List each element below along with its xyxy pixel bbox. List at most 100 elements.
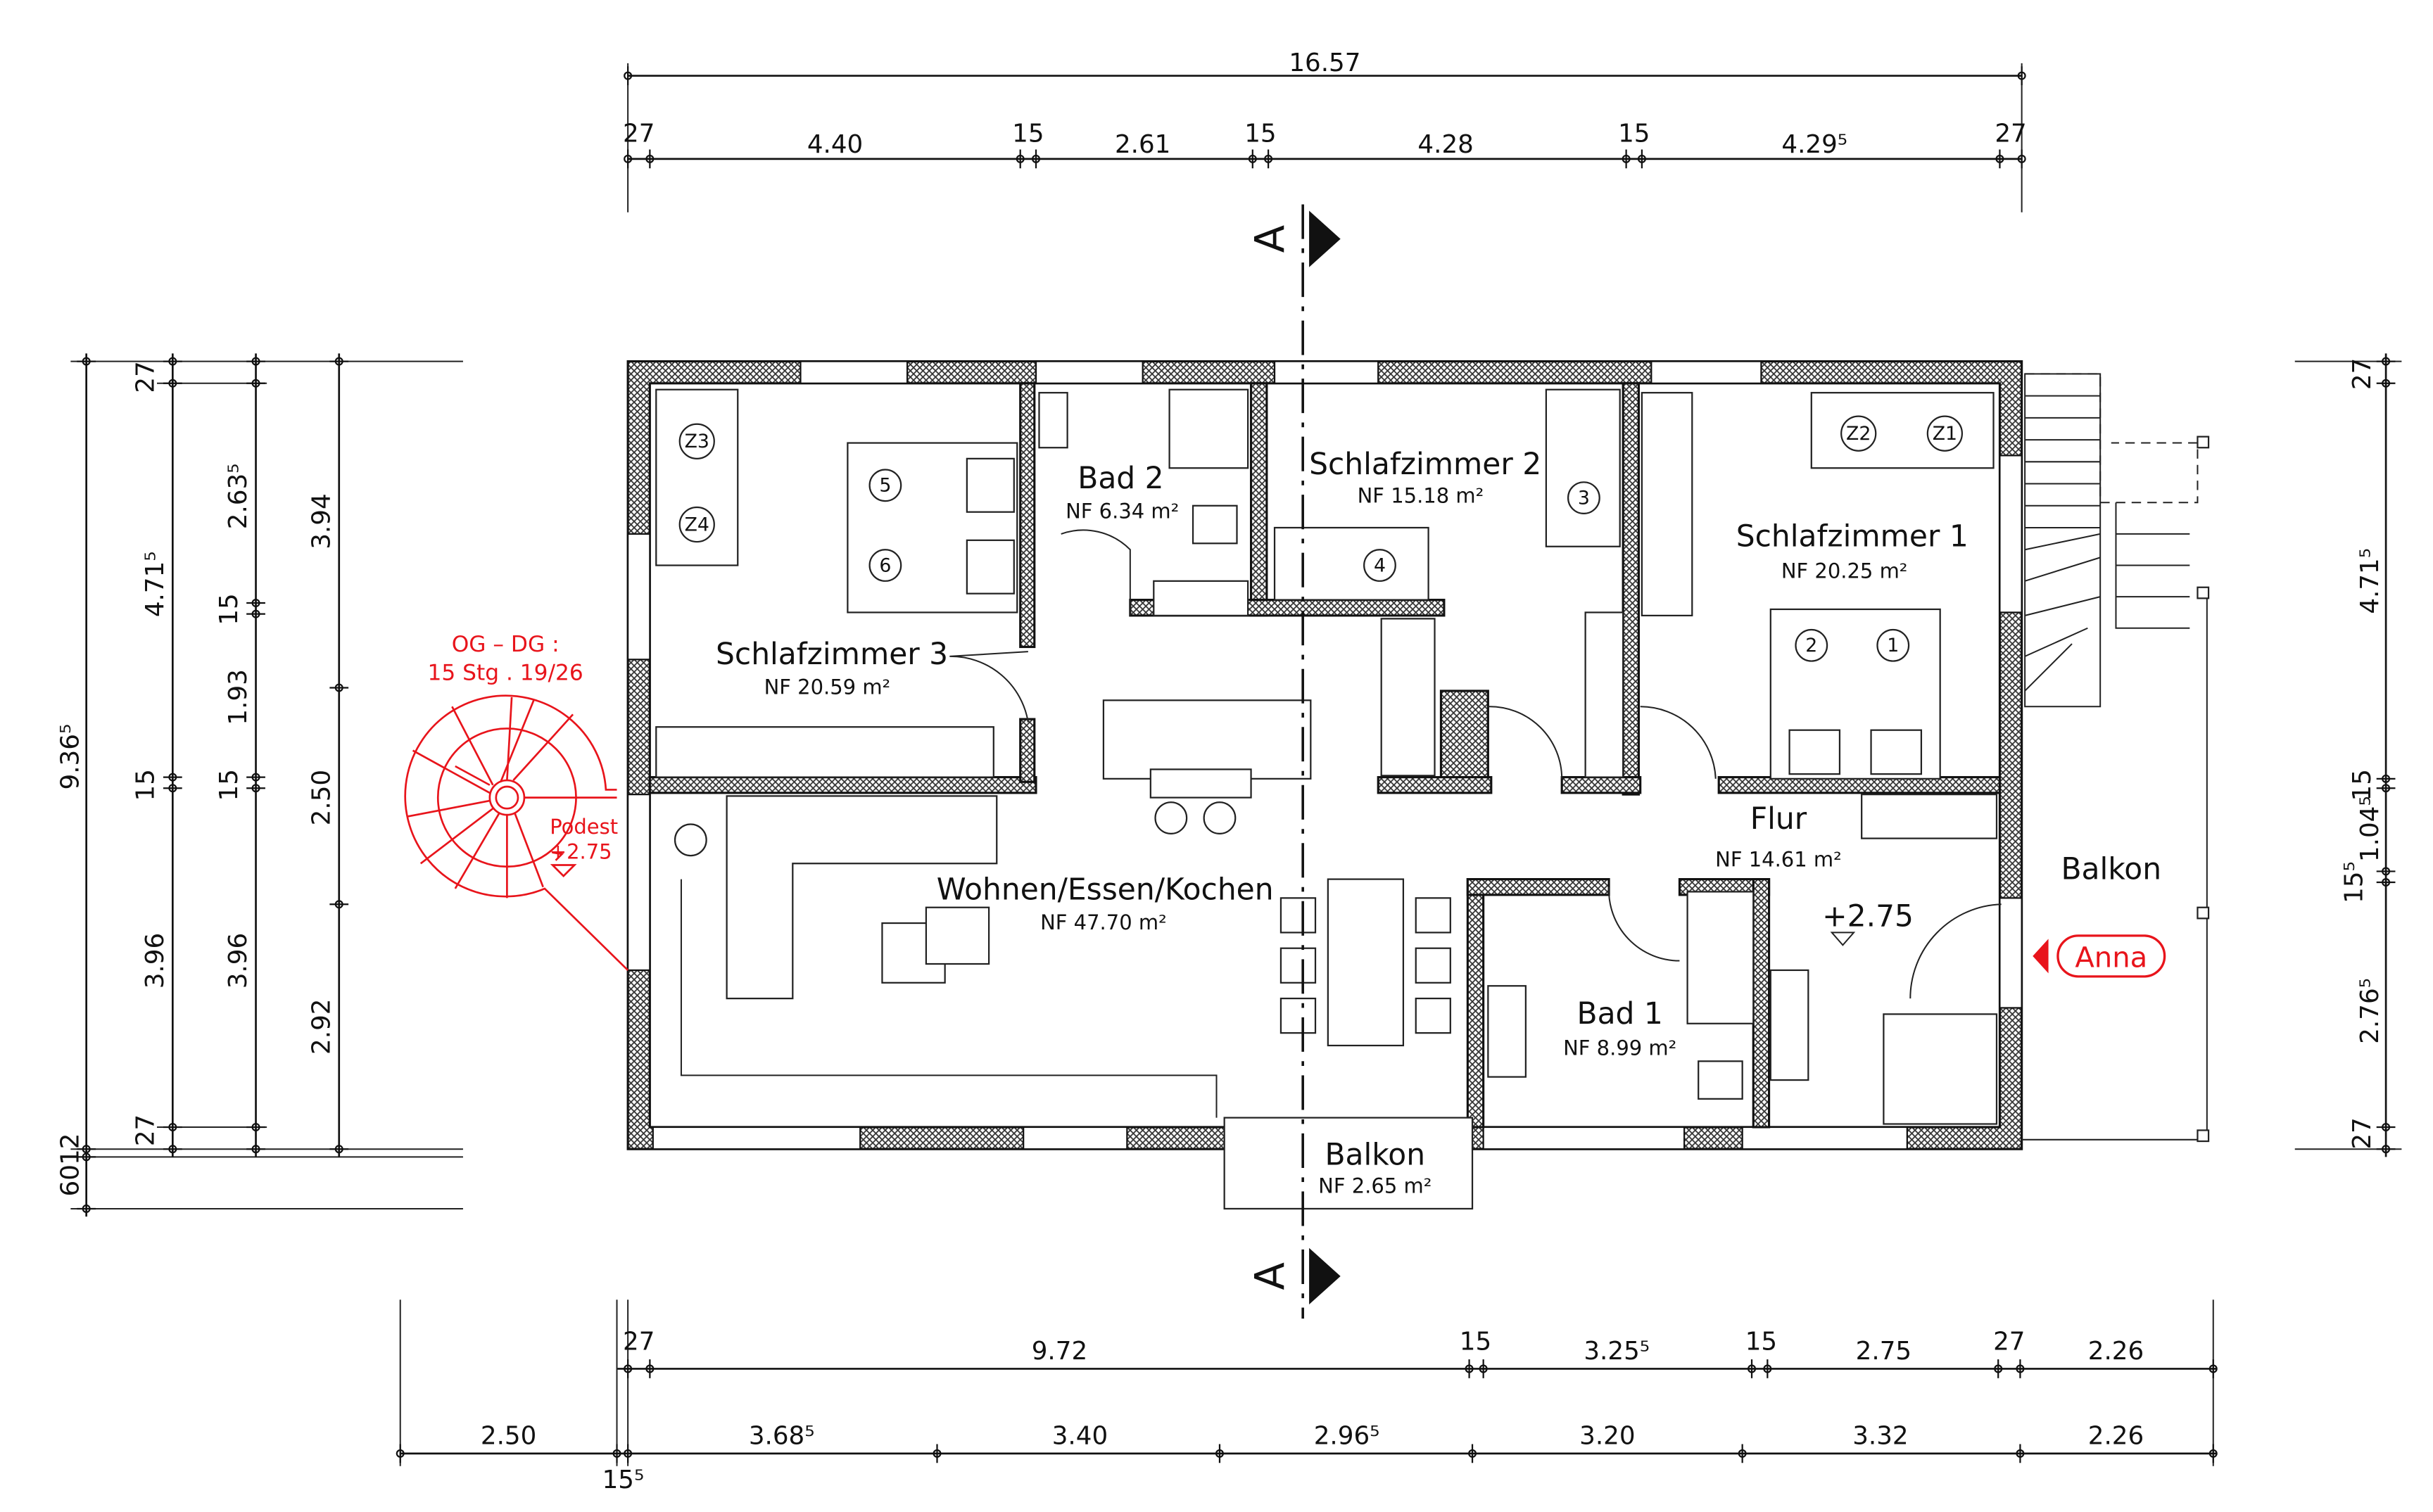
dim-label: 15	[1012, 119, 1044, 148]
furniture-tags: Z3 Z4 5 6 3 4 Z2 Z1 2 1	[678, 415, 1964, 662]
dim-label: 2.50	[307, 770, 336, 825]
dim-label: 15	[2348, 769, 2377, 801]
dim-label: 9.36⁵	[56, 724, 85, 790]
dim-label: 3.25⁵	[1584, 1337, 1650, 1366]
spiral-stair-spec: 15 Stg . 19/26	[428, 660, 583, 685]
dim-label: 27	[2348, 1117, 2377, 1149]
left-dimension-chain: 9.36⁵ 60 12 27 4.71⁵ 15 3.96 27 2.63⁵ 15…	[56, 353, 463, 1217]
room-area: NF 6.34 m²	[1066, 500, 1179, 523]
dim-label: 15⁵	[2340, 861, 2369, 903]
dim-label: 2.50	[481, 1421, 536, 1450]
dim-label: 27	[132, 361, 160, 393]
entrance-tag: Anna	[2033, 934, 2166, 978]
spiral-stair: OG – DG : 15 Stg . 19/26 Podest +2.75	[404, 632, 629, 971]
room-name: Schlafzimmer 2	[1309, 447, 1541, 481]
dim-label: 4.29⁵	[1781, 130, 1847, 159]
tag-label: Z3	[685, 431, 709, 452]
dim-label: 4.71⁵	[2356, 548, 2384, 614]
dim-label: 3.68⁵	[749, 1421, 815, 1450]
dim-label: 27	[1995, 119, 2026, 148]
east-balcony	[2021, 373, 2210, 1143]
tag-label: Z1	[1933, 423, 1957, 445]
dim-label: 27	[623, 1328, 655, 1357]
room-name: Bad 1	[1577, 996, 1663, 1031]
tag-label: Z4	[685, 514, 709, 535]
section-label-top: A	[1246, 224, 1294, 253]
entrance-arrow-icon	[2033, 939, 2049, 974]
exterior-stair	[2024, 373, 2190, 708]
tag-label: 6	[879, 554, 891, 576]
room-area: NF 2.65 m²	[1318, 1174, 1432, 1198]
dim-label: 27	[2348, 358, 2377, 390]
room-name: Schlafzimmer 3	[716, 637, 948, 671]
tag-label: Z2	[1846, 423, 1871, 445]
dim-label: 2.61	[1115, 130, 1170, 159]
dim-label: 4.71⁵	[141, 551, 170, 617]
section-line: A A	[1246, 204, 1341, 1319]
tag-label: 3	[1578, 488, 1590, 509]
dim-label: 4.40	[807, 130, 863, 159]
dim-label: 3.96	[141, 933, 170, 989]
dim-label: 2.96⁵	[1314, 1421, 1380, 1450]
dim-label: 15	[1618, 119, 1650, 148]
dim-label: 2.26	[2088, 1421, 2144, 1450]
dim-label: 15	[1460, 1328, 1491, 1357]
level-marker-icon	[1830, 932, 1856, 946]
dim-label: 27	[1993, 1328, 2025, 1357]
room-labels: Schlafzimmer 3 NF 20.59 m² Bad 2 NF 6.34…	[716, 447, 2161, 1197]
section-label-bottom: A	[1246, 1262, 1294, 1290]
level-label: +2.75	[1822, 898, 1914, 933]
room-area: NF 20.25 m²	[1781, 559, 1908, 583]
dim-label: 2.92	[307, 999, 336, 1055]
dim-label: 2.76⁵	[2356, 978, 2384, 1044]
balkon-east-label: Balkon	[2061, 852, 2161, 887]
dim-label: 15⁵	[602, 1466, 645, 1494]
dim-label: 27	[623, 119, 655, 148]
top-dimension-chain: 16.57 27 4.40 15 2.61 15 4.28 15 4.29⁵ 2…	[623, 49, 2027, 212]
right-dimension-chain: 27 4.71⁵ 15 1.04⁵ 15⁵ 2.76⁵ 27	[2294, 353, 2402, 1157]
entrance-tag-label: Anna	[2075, 941, 2147, 974]
room-name: Flur	[1750, 801, 1807, 836]
room-area: NF 15.18 m²	[1358, 483, 1484, 507]
room-name: Bad 2	[1078, 461, 1163, 495]
furniture	[655, 388, 1998, 1210]
dim-label: 1.04⁵	[2356, 796, 2384, 862]
tag-label: 5	[879, 475, 891, 497]
dim-label: 4.28	[1417, 130, 1473, 159]
room-name: Schlafzimmer 1	[1736, 519, 1968, 554]
room-area: NF 8.99 m²	[1563, 1036, 1676, 1060]
dim-label: 1.93	[224, 669, 253, 725]
dim-label: 3.20	[1579, 1421, 1635, 1450]
dim-label: 15	[215, 769, 244, 801]
dim-label: 15	[215, 593, 244, 625]
room-area: NF 47.70 m²	[1040, 910, 1167, 934]
spiral-stair-title: OG – DG :	[452, 632, 560, 657]
tag-label: 4	[1374, 554, 1386, 576]
dim-label: 9.72	[1032, 1337, 1087, 1366]
room-name: Wohnen/Essen/Kochen	[937, 872, 1274, 907]
dim-label: 15	[1745, 1328, 1777, 1357]
dim-label: 3.40	[1052, 1421, 1108, 1450]
bottom-dimension-chain: 27 9.72 15 3.25⁵ 15 2.75 27 2.26 2.50 15…	[396, 1300, 2218, 1494]
room-name: Balkon	[1325, 1137, 1425, 1171]
room-area: NF 20.59 m²	[764, 675, 891, 699]
dim-label: 15	[132, 769, 160, 801]
landing-level: +2.75	[550, 840, 612, 864]
dim-label: 27	[132, 1114, 160, 1146]
dim-label: 3.96	[224, 933, 253, 989]
tag-label: 1	[1887, 635, 1899, 656]
dim-label: 3.32	[1852, 1421, 1908, 1450]
dim-label: 60	[56, 1164, 85, 1196]
landing-label: Podest	[550, 815, 618, 839]
section-arrow-icon	[1309, 210, 1341, 267]
tag-label: 2	[1805, 635, 1817, 656]
dim-label: 2.63⁵	[224, 464, 253, 530]
dim-label: 2.75	[1856, 1337, 1911, 1366]
level-marker-icon	[550, 864, 577, 878]
overall-width-label: 16.57	[1289, 49, 1360, 77]
dim-label: 3.94	[307, 493, 336, 549]
room-area: NF 14.61 m²	[1715, 848, 1842, 872]
dim-label: 15	[1244, 119, 1276, 148]
dim-label: 12	[56, 1133, 85, 1164]
